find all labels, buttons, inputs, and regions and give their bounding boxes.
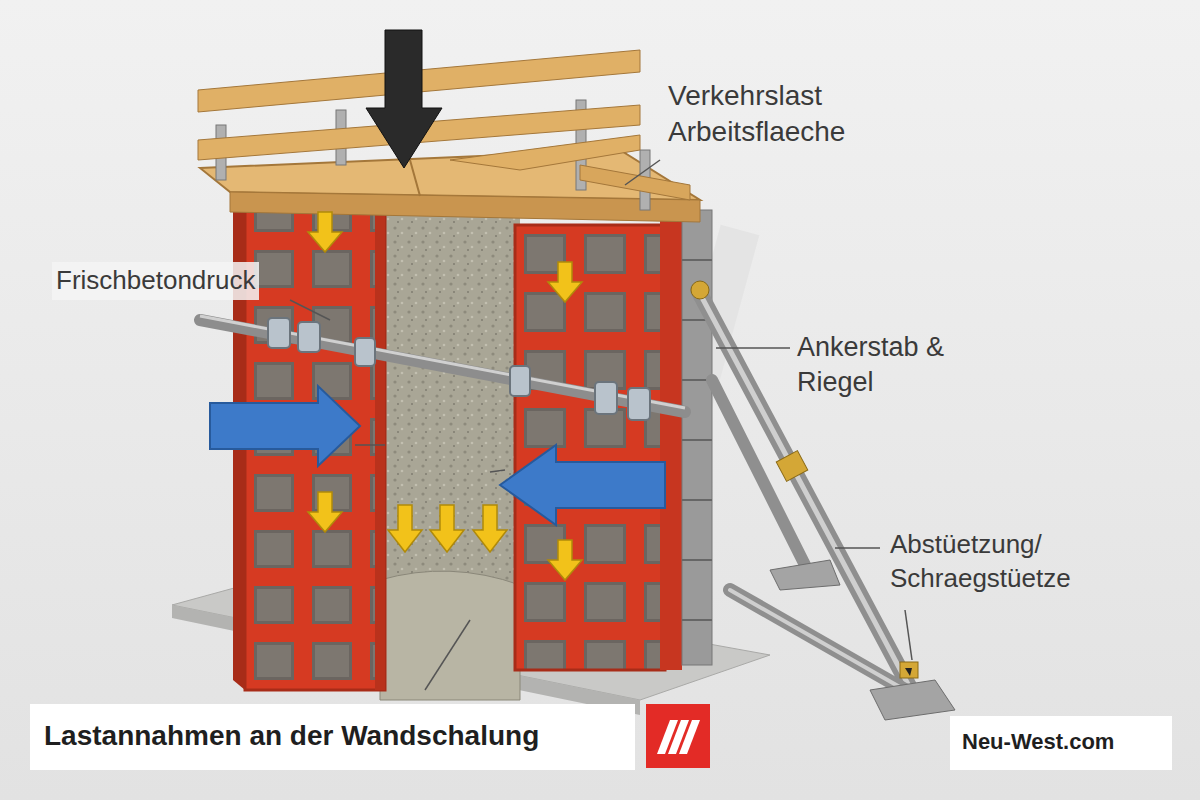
brace-callout: Abstüetzung/ Schraegstüetze bbox=[890, 528, 1100, 596]
brand-label: Neu-West.com bbox=[962, 728, 1162, 757]
load-callout: Verkehrslast Arbeitsflaeche bbox=[668, 78, 883, 151]
pressure-callout: Frischbetondruck bbox=[52, 262, 259, 300]
tie-callout: Ankerstab & Riegel bbox=[797, 330, 977, 400]
diagram-title: Lastannahmen an der Wandschalung bbox=[44, 718, 539, 754]
